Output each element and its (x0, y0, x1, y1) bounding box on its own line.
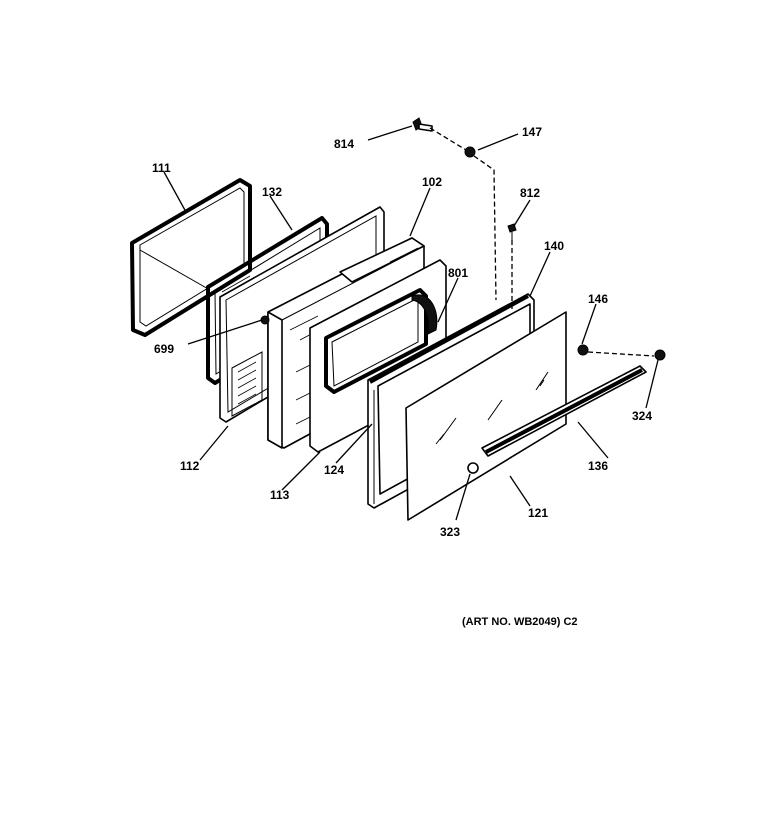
callout-146: 146 (588, 292, 608, 306)
callout-124: 124 (324, 463, 344, 477)
callout-814: 814 (334, 137, 354, 151)
callout-801: 801 (448, 266, 468, 280)
callout-812: 812 (520, 186, 540, 200)
leader-lines (163, 125, 659, 521)
callout-102: 102 (422, 175, 442, 189)
callout-323: 323 (440, 525, 460, 539)
part-814-screw (412, 117, 433, 132)
part-812-screw (507, 223, 517, 240)
callout-136: 136 (588, 459, 608, 473)
callout-324: 324 (632, 409, 652, 423)
assembly-line-814-147 (429, 127, 467, 151)
callout-147: 147 (522, 125, 542, 139)
part-146-nut (577, 344, 589, 356)
part-147-nut (464, 146, 476, 158)
part-323-screw (467, 462, 479, 474)
part-113-door-inner (309, 259, 447, 453)
callout-699: 699 (154, 342, 174, 356)
part-699-clip (260, 315, 270, 325)
callout-132: 132 (262, 185, 282, 199)
callout-121: 121 (528, 506, 548, 520)
callout-112: 112 (180, 459, 200, 473)
part-136-handle (481, 365, 647, 457)
callout-113: 113 (270, 488, 290, 502)
part-324-screw (654, 349, 666, 361)
part-121-outer-glass (405, 311, 567, 521)
assembly-line-146-324 (587, 351, 655, 357)
callout-140: 140 (544, 239, 564, 253)
callout-111: 111 (152, 161, 171, 175)
art-number-label: (ART NO. WB2049) C2 (462, 616, 578, 628)
assembly-line-147-140 (473, 155, 497, 301)
